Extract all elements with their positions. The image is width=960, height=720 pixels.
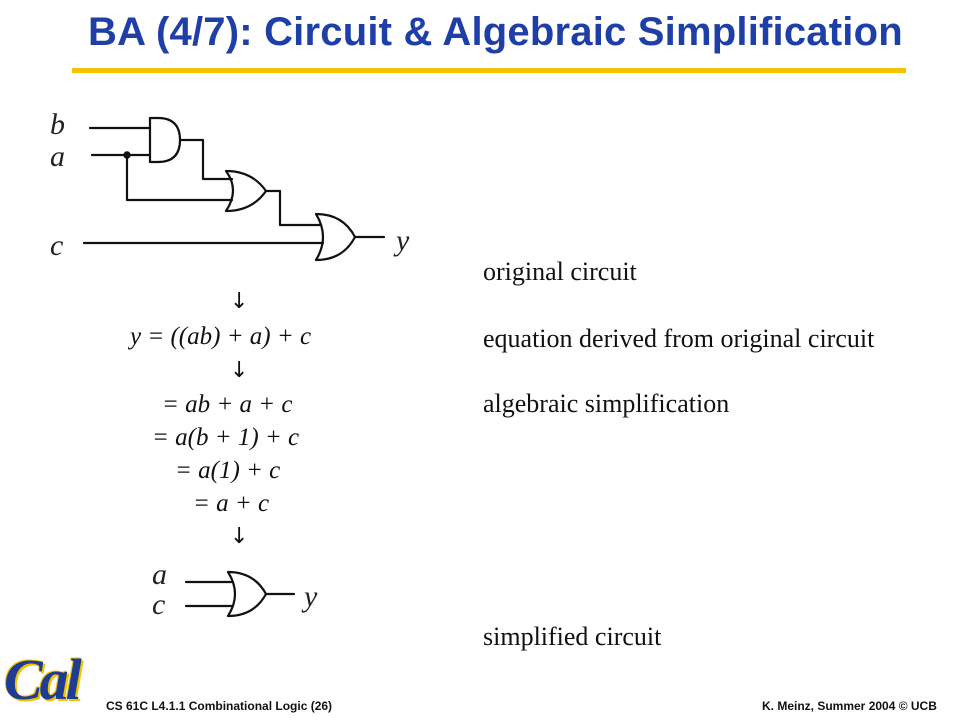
cal-logo-text: Cal [4, 647, 82, 712]
slide-title: BA (4/7): Circuit & Algebraic Simplifica… [88, 10, 903, 54]
or-gate-1 [224, 169, 268, 213]
caption-derived-equation: equation derived from original circuit [483, 324, 875, 353]
equation-step-3: = a(1) + c [175, 457, 281, 484]
footer-credit: K. Meinz, Summer 2004 © UCB [762, 699, 937, 713]
wire-and-out [178, 138, 234, 181]
label-c-simple: c [152, 588, 165, 621]
label-y-simple: y [301, 580, 318, 613]
title-underline [72, 68, 906, 73]
label-a-simple: a [152, 558, 167, 591]
equation-step-1: = ab + a + c [162, 391, 293, 418]
wire-a-branch [125, 153, 234, 202]
down-arrow-icon: ↓ [230, 289, 249, 314]
or-gate-2 [314, 212, 357, 262]
equation-step-2: = a(b + 1) + c [152, 424, 300, 451]
original-circuit [82, 116, 386, 262]
equation-original: y = ((ab) + a) + c [130, 323, 312, 350]
caption-simplified-circuit: simplified circuit [483, 622, 662, 651]
and-gate [148, 116, 182, 164]
label-b: b [50, 108, 65, 141]
down-arrow-icon: ↓ [230, 524, 249, 549]
equation-step-4: = a + c [193, 490, 270, 517]
caption-original-circuit: original circuit [483, 257, 637, 286]
label-a: a [50, 140, 65, 173]
down-arrow-icon: ↓ [230, 358, 249, 383]
simplified-circuit [184, 570, 296, 618]
caption-algebraic-simplification: algebraic simplification [483, 389, 730, 418]
or-gate-simple [226, 570, 268, 618]
label-c: c [50, 229, 63, 262]
wire-or1-out [264, 189, 323, 227]
cal-logo: Cal [4, 647, 102, 716]
footer-course: CS 61C L4.1.1 Combinational Logic (26) [106, 699, 333, 713]
label-y: y [393, 224, 410, 257]
